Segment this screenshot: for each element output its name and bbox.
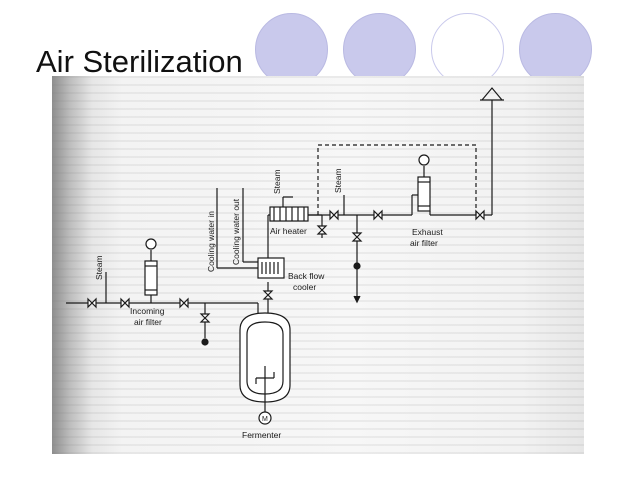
label-incoming-filter-1: Incoming [130,306,165,316]
valve-icon [316,225,328,235]
label-backflow-1: Back flow [288,271,325,281]
slide-title: Air Sterilization [36,44,243,79]
label-steam-left: Steam [94,255,104,280]
valve-icon [87,297,97,309]
scanned-figure [52,76,584,454]
valve-icon [262,290,274,300]
bleed-through-text [52,76,584,454]
fermenter-vessel [239,312,291,403]
label-motor: M [262,416,268,423]
drain-icon [353,262,361,270]
valve-icon [373,209,383,221]
decorative-circle-1 [255,13,328,86]
valve-icon [329,209,339,221]
valve-icon [120,297,130,309]
label-cooling-water-out: Cooling water out [231,198,241,265]
label-cooling-water-in: Cooling water in [206,211,216,272]
bypass-dashed-line [317,144,477,215]
valve-icon [199,313,211,323]
label-fermenter: Fermenter [242,430,281,440]
decorative-circle-3 [431,13,504,86]
valve-icon [179,297,189,309]
label-air-heater: Air heater [270,226,307,236]
pressure-gauge-icon [145,238,157,250]
decorative-circle-4 [519,13,592,86]
valve-icon [475,209,485,221]
valve-icon [351,232,363,242]
label-steam-top: Steam [272,169,282,194]
motor-icon [258,411,272,425]
air-heater [269,206,309,222]
exhaust-vent-icon [481,87,503,101]
label-backflow-2: cooler [293,282,316,292]
label-exhaust-2: air filter [410,238,438,248]
label-incoming-filter-2: air filter [134,317,162,327]
label-steam-right: Steam [333,168,343,193]
label-exhaust-1: Exhaust [412,227,443,237]
drain-icon [201,338,209,346]
pressure-gauge-icon [418,154,430,166]
